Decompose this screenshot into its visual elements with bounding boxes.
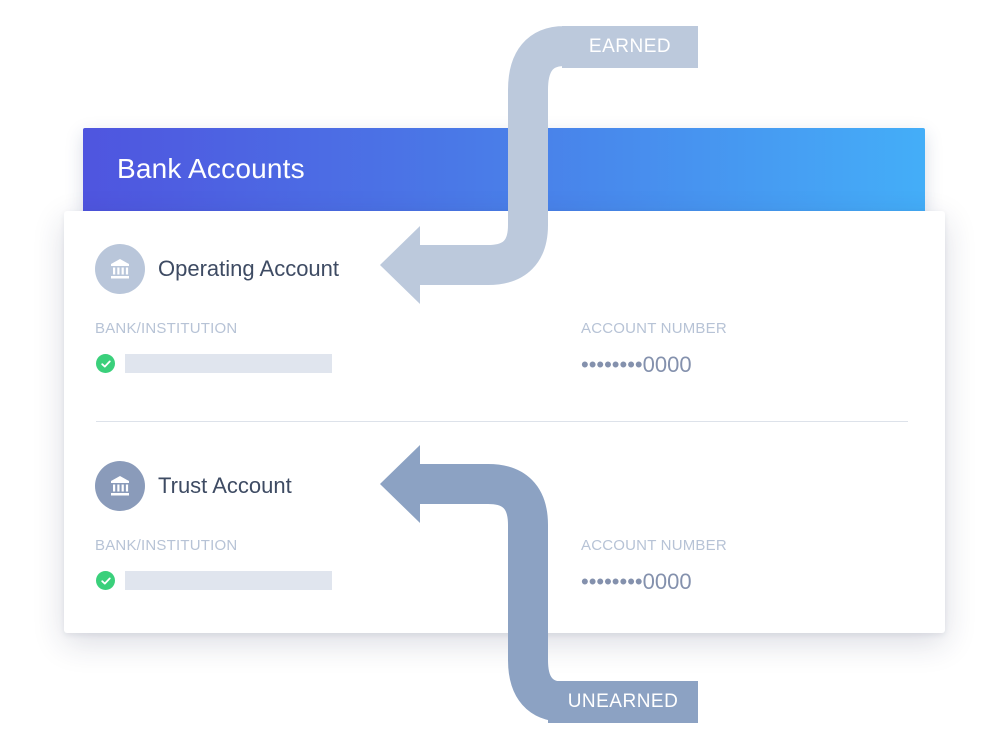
bank-institution-label: BANK/INSTITUTION (95, 537, 238, 554)
account-number-label: ACCOUNT NUMBER (581, 537, 727, 554)
operating-account-section[interactable]: Operating Account BANK/INSTITUTION ACCOU… (64, 211, 945, 422)
trust-account-section[interactable]: Trust Account BANK/INSTITUTION ACCOUNT N… (64, 428, 945, 628)
bank-institution-placeholder (125, 571, 332, 590)
page-title: Bank Accounts (117, 153, 305, 184)
earned-label: EARNED (562, 26, 698, 68)
bank-icon (95, 244, 145, 294)
account-title: Trust Account (158, 473, 292, 498)
divider (96, 421, 908, 422)
check-circle-icon (96, 354, 115, 373)
bank-institution-placeholder (125, 354, 332, 373)
bank-institution-label: BANK/INSTITUTION (95, 320, 238, 337)
bank-icon (95, 461, 145, 511)
account-number-value: ••••••••0000 (581, 569, 692, 594)
unearned-label: UNEARNED (548, 681, 698, 723)
account-number-label: ACCOUNT NUMBER (581, 320, 727, 337)
bank-accounts-header: Bank Accounts (83, 128, 925, 216)
account-number-value: ••••••••0000 (581, 352, 692, 377)
account-title: Operating Account (158, 256, 340, 281)
check-circle-icon (96, 571, 115, 590)
bank-accounts-card: Operating Account BANK/INSTITUTION ACCOU… (64, 211, 945, 633)
